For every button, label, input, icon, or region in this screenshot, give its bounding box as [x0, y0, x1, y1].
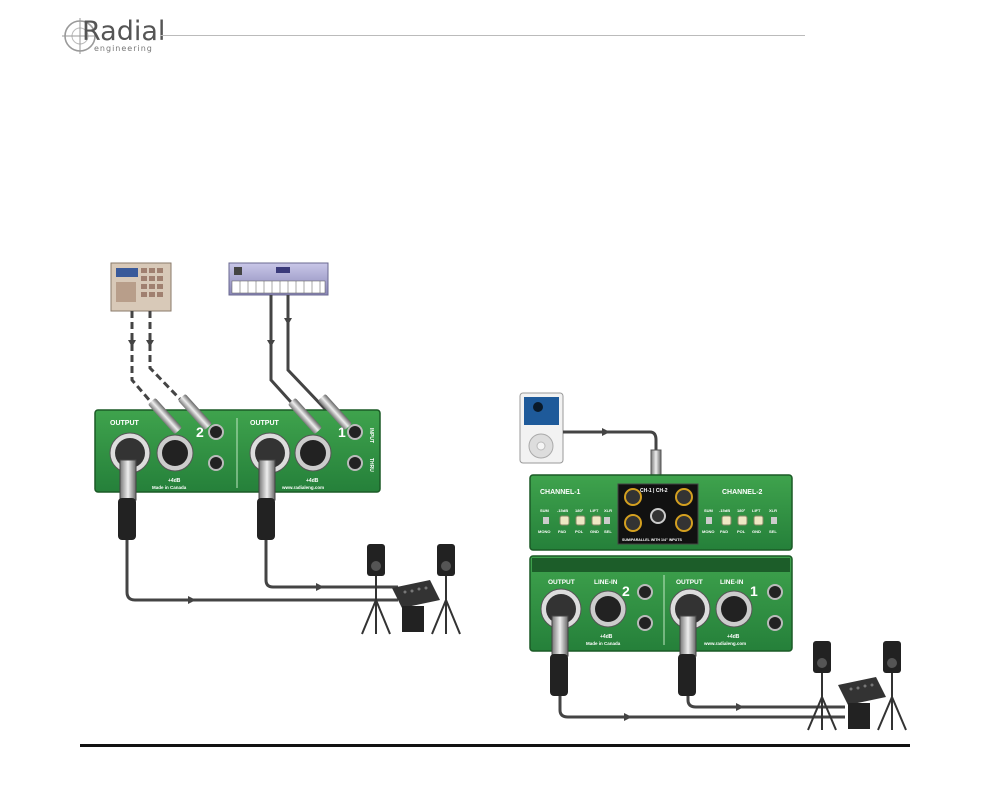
left-website: www.radialeng.com: [281, 485, 324, 490]
right-top-combiner-unit: [529, 474, 793, 551]
switch-label-gnd: GND: [590, 529, 599, 534]
ipod-cable: [563, 430, 658, 478]
bottom-linein-b: LINE-IN: [720, 579, 744, 586]
left-plus4db-b: +4dB: [306, 478, 319, 484]
right-xlr-plugs: [550, 615, 697, 696]
combiner-switch-labels-right: SUM -15dB 180° LIFT XLR MONO PAD POL GND…: [702, 508, 777, 534]
left-channel-2: 2: [196, 424, 204, 440]
bottom-channel-1: 1: [750, 583, 758, 599]
keyboard-synth-icon: [228, 262, 329, 296]
left-pa-speakers: [361, 544, 461, 635]
switch-label-gnd-2: GND: [752, 529, 761, 534]
right-output-cables: [558, 696, 845, 719]
switch-label-mono: MONO: [538, 529, 550, 534]
right-mixer-icon: [838, 677, 886, 729]
switch-label-sel-2: SEL: [769, 529, 777, 534]
combiner-channel1-label: CHANNEL-1: [540, 489, 581, 496]
left-made-in: Made in Canada: [152, 485, 187, 490]
crosshair-logo-icon: [62, 18, 98, 54]
brand-name: Radial: [82, 16, 166, 47]
left-thru-label: THRU: [368, 458, 374, 472]
switch-label-lift-2: LIFT: [752, 508, 761, 513]
header-rule: [160, 35, 805, 36]
brand-subtitle: engineering: [94, 44, 153, 53]
bottom-linein-a: LINE-IN: [594, 579, 618, 586]
left-output-cables: [125, 540, 398, 602]
ipod-media-player-icon: [519, 392, 564, 464]
switch-label-pad: PAD: [558, 529, 566, 534]
switch-label-mono-2: MONO: [702, 529, 714, 534]
cable-arrows: [128, 318, 292, 347]
left-output-label-b: OUTPUT: [250, 420, 280, 427]
bottom-channel-2: 2: [622, 583, 630, 599]
left-quarter-inch-plugs: [148, 394, 352, 434]
drum-machine-icon: [110, 262, 172, 312]
switch-label-sum: SUM: [540, 508, 550, 513]
right-pa-speakers: [807, 641, 907, 731]
switch-label-sum-2: SUM: [704, 508, 714, 513]
footer-rule: [80, 744, 910, 747]
left-input-label: INPUT: [368, 428, 374, 443]
switch-label-pad-2: PAD: [720, 529, 728, 534]
bottom-plus4db-a: +4dB: [600, 634, 613, 640]
combiner-switch-labels-left: SUM -15dB 180° LIFT XLR MONO PAD POL GND…: [538, 508, 612, 534]
left-output-label-a: OUTPUT: [110, 420, 140, 427]
right-bottom-di-unit: [529, 555, 793, 652]
switch-label-180-2: 180°: [737, 508, 746, 513]
bottom-plus4db-b: +4dB: [727, 634, 740, 640]
switch-label-xlr-2: XLR: [769, 508, 777, 513]
switch-label-pad-db-2: -15dB: [719, 508, 730, 513]
switch-label-xlr: XLR: [604, 508, 612, 513]
bottom-output-a: OUTPUT: [548, 579, 575, 586]
switch-label-180: 180°: [575, 508, 584, 513]
left-di-unit: [94, 409, 381, 493]
switch-label-lift: LIFT: [590, 508, 599, 513]
left-xlr-plugs: [118, 459, 276, 540]
combiner-channel2-label: CHANNEL-2: [722, 489, 763, 496]
brand-logo: Radial engineering: [60, 14, 170, 58]
combiner-center-label: CH-1 | CH-2: [640, 488, 668, 494]
bottom-output-b: OUTPUT: [676, 579, 703, 586]
left-mixer-icon: [392, 580, 440, 632]
switch-label-pol-2: POL: [737, 529, 746, 534]
bottom-website: www.radialeng.com: [703, 641, 746, 646]
bottom-made-in: Made in Canada: [586, 641, 621, 646]
switch-label-sel: SEL: [604, 529, 612, 534]
left-channel-1: 1: [338, 424, 346, 440]
switch-label-pad-db: -15dB: [557, 508, 568, 513]
switch-label-pol: POL: [575, 529, 584, 534]
combiner-parallel-label: SUM/PARALLEL WITH 1/4" INPUTS: [622, 538, 682, 542]
left-plus4db-a: +4dB: [168, 478, 181, 484]
